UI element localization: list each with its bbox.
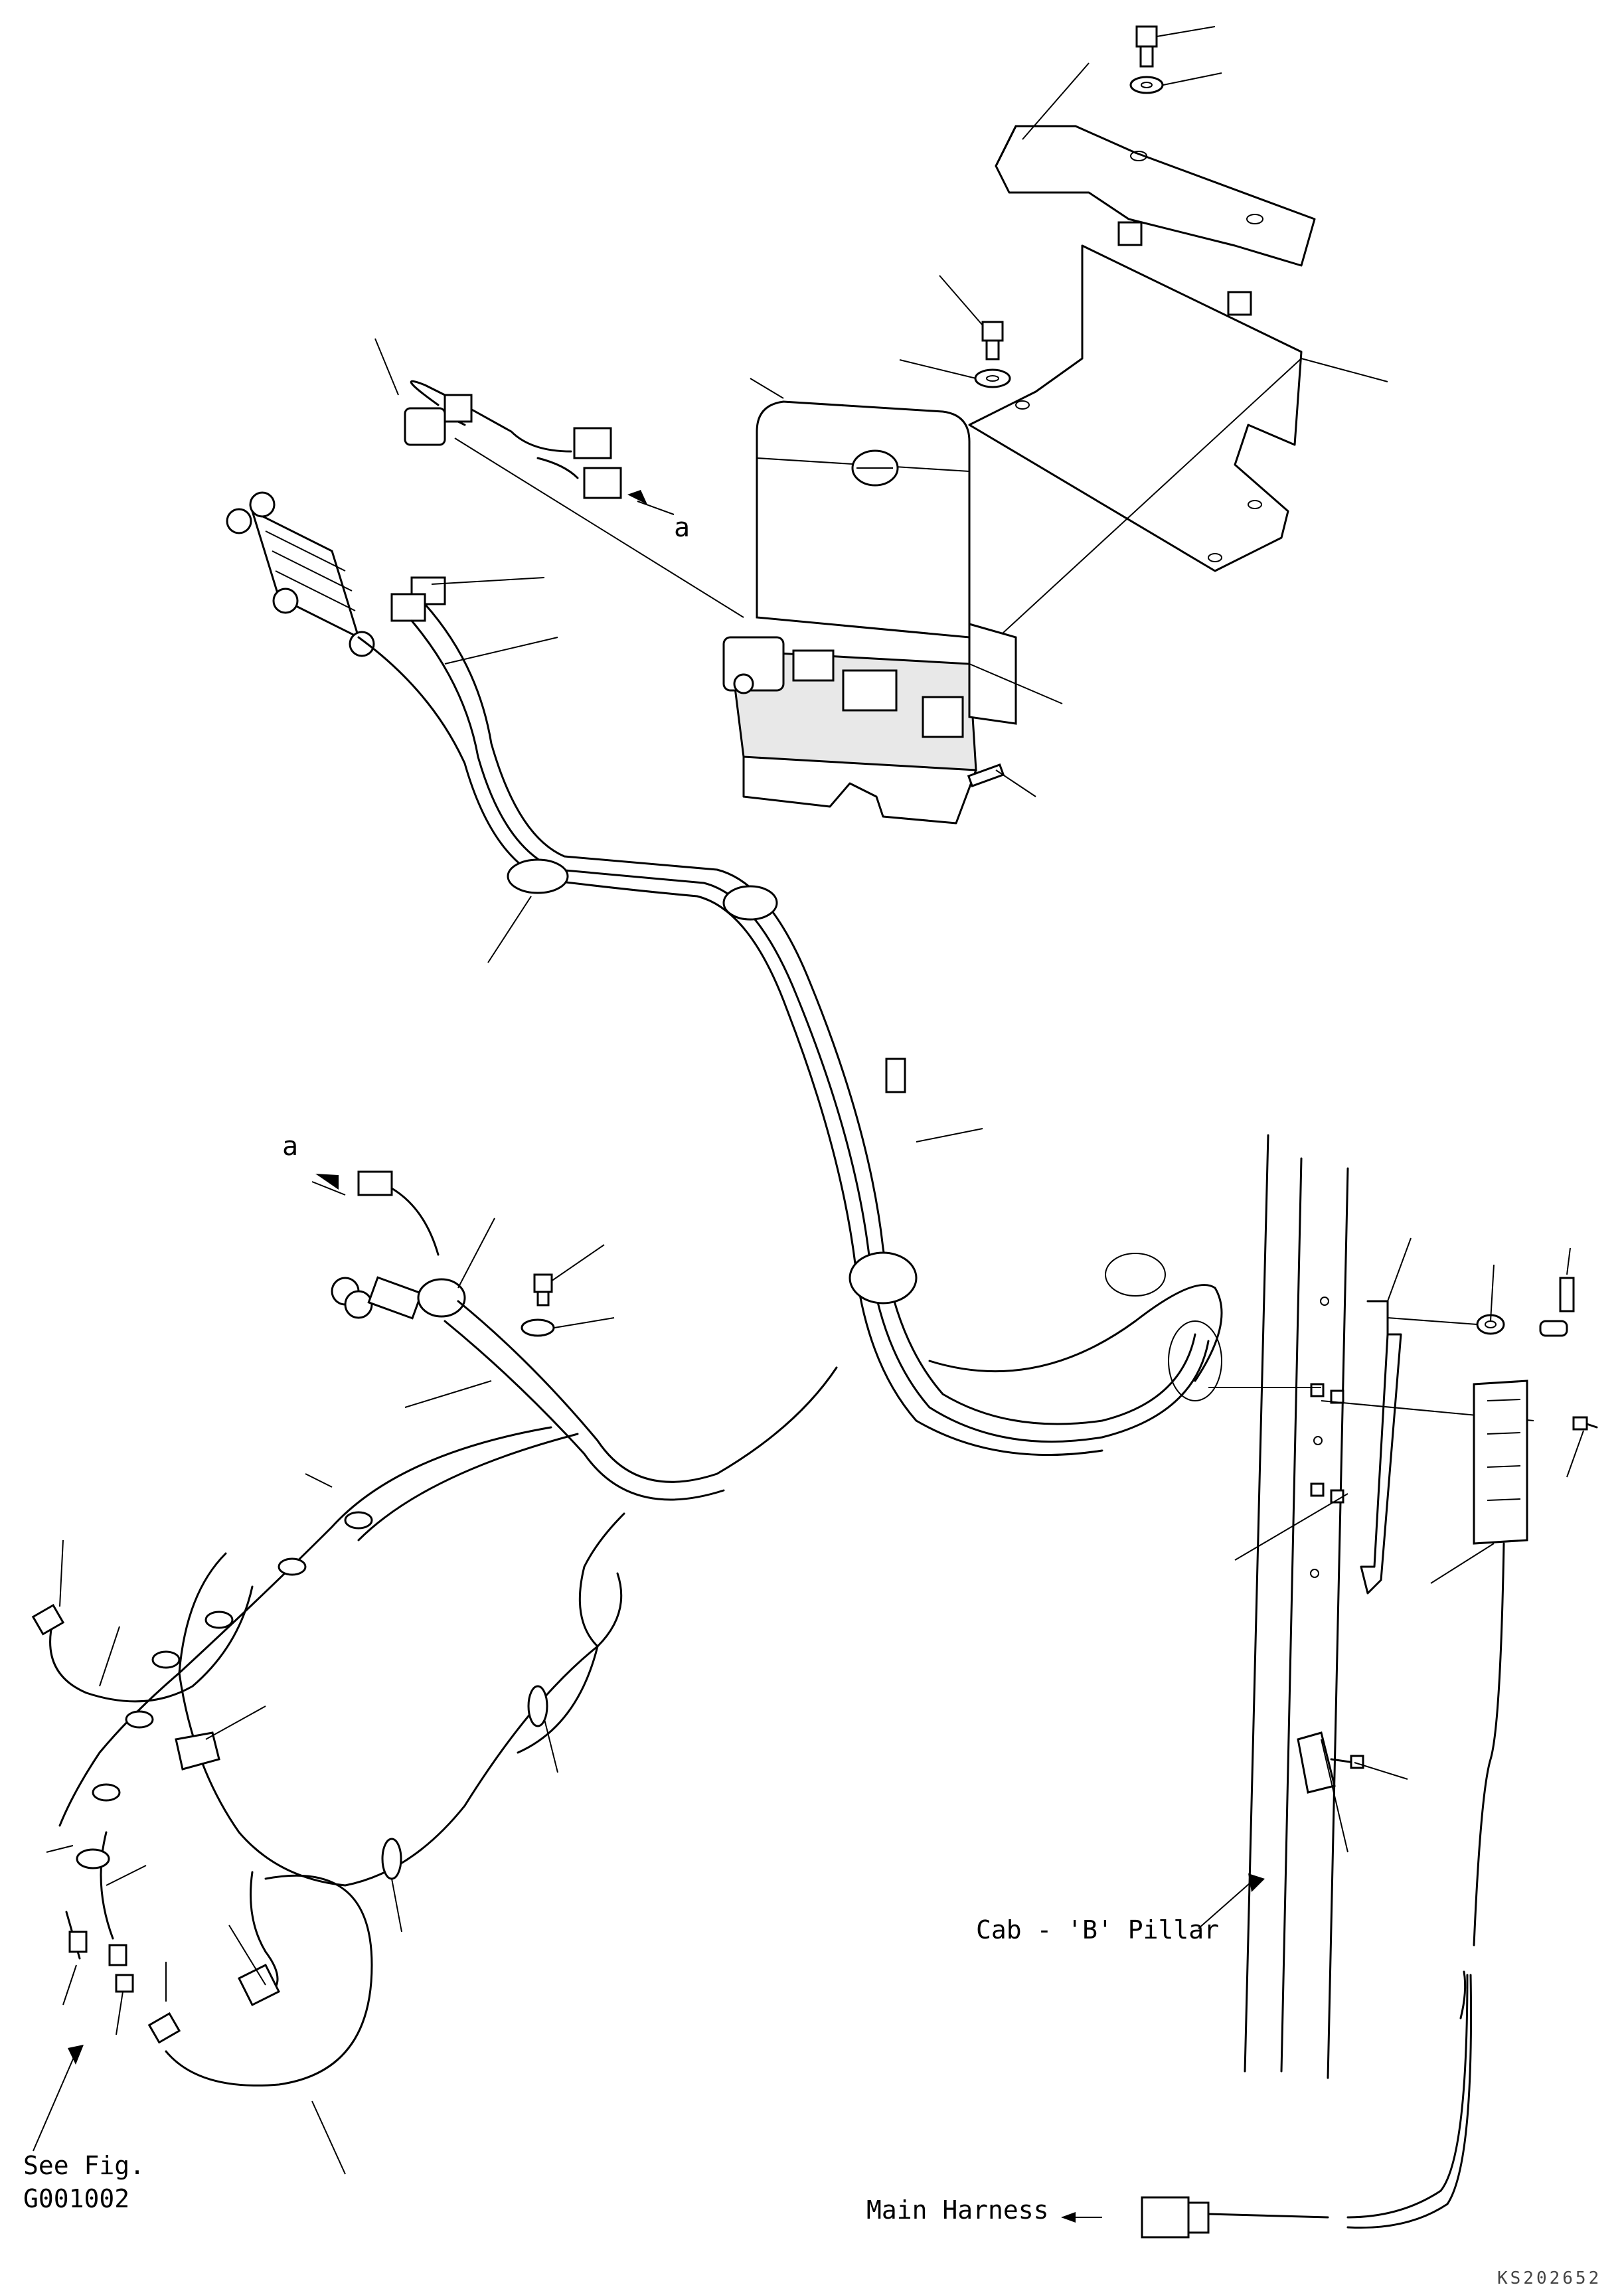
cab-pillar-label: Cab - 'B' Pillar — [976, 1915, 1219, 1944]
lube-pump-unit — [722, 378, 1063, 825]
drawing-number: KS202652 — [1497, 2268, 1601, 2288]
left-branch-hoses — [31, 1426, 625, 2175]
see-fig-label-line1: See Fig. — [23, 2151, 145, 2180]
cab-b-pillar — [1198, 1134, 1534, 2079]
top-bolt — [1129, 25, 1222, 94]
sensor-lead — [374, 338, 744, 618]
distributor-block — [226, 491, 558, 665]
see-fig-label-line2: G001002 — [23, 2184, 129, 2213]
mounting-plate — [968, 221, 1388, 665]
center-bolt — [899, 275, 1011, 388]
main-harness-label: Main Harness — [866, 2195, 1049, 2225]
hose-bundle — [357, 603, 1223, 1457]
lower-connector-group — [311, 1170, 838, 1501]
callout-a-top: a — [674, 513, 690, 543]
level-sensor — [1061, 1247, 1598, 2239]
cover-plate — [995, 62, 1316, 267]
callout-a-left: a — [282, 1131, 298, 1162]
